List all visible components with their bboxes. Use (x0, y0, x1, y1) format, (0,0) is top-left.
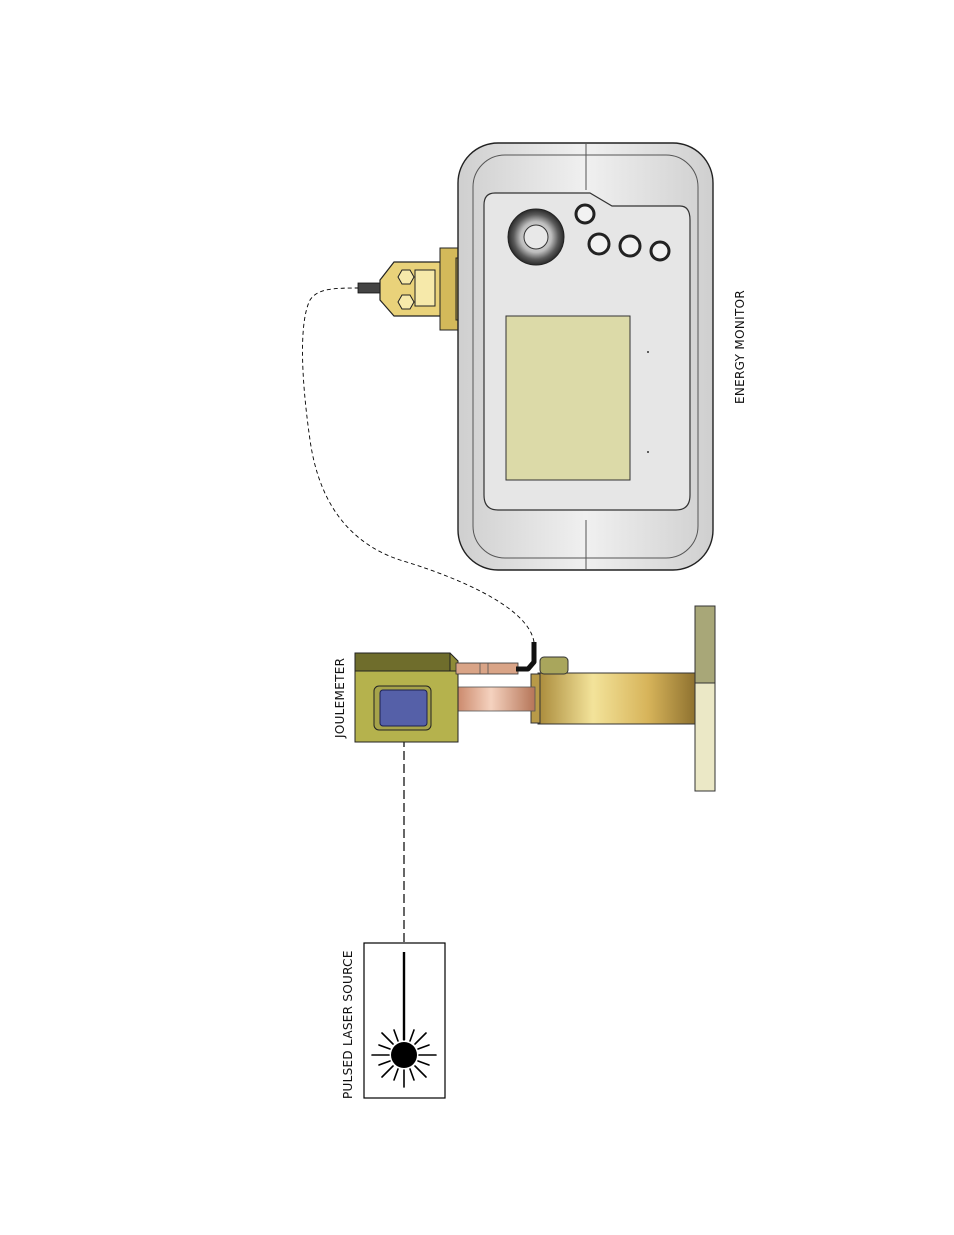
stand-base-dark (695, 606, 715, 683)
sensor-window (380, 690, 427, 726)
monitor-button-2 (589, 234, 609, 254)
db9-connector (358, 248, 464, 330)
monitor-button-4 (651, 242, 669, 260)
energy-monitor (458, 143, 713, 570)
label-energy-monitor: ENERGY MONITOR (733, 290, 747, 404)
connector-cable-end (358, 283, 380, 293)
joulemeter-top-edge (355, 653, 450, 671)
connector-screw-bottom (398, 295, 414, 309)
stand-base-light (695, 683, 715, 791)
label-joulemeter: JOULEMETER (333, 658, 347, 739)
joulemeter-stand (455, 606, 715, 791)
stand-rod (455, 687, 535, 711)
connector-screw-top (398, 270, 414, 284)
connector-window (415, 270, 435, 306)
monitor-button-3 (620, 236, 640, 256)
connector-flange (440, 248, 458, 330)
laser-source (364, 943, 445, 1098)
stand-clamp (540, 657, 568, 674)
monitor-screen (506, 316, 630, 480)
stand-post (538, 673, 695, 724)
label-pulsed-laser-source: PULSED LASER SOURCE (341, 950, 355, 1099)
cable-fitting (456, 663, 518, 674)
monitor-button-1 (576, 205, 594, 223)
cable-bend (516, 642, 534, 669)
